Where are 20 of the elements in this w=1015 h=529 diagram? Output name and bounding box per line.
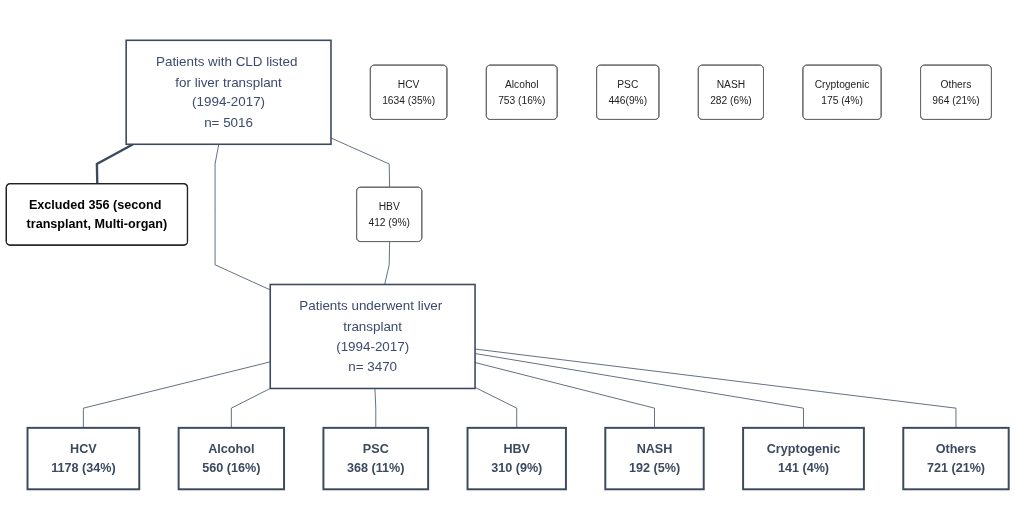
node-box: Others 721 (21%)	[902, 426, 1010, 490]
node-box: HBV 310 (9%)	[466, 426, 567, 490]
connector	[330, 137, 390, 188]
node-box: Patients with CLD listed for liver transplant (1994-2017) n= 5016	[125, 39, 332, 145]
connector	[374, 387, 377, 428]
node-box: Cryptogenic 141 (4%)	[742, 426, 865, 490]
node-box: Alcohol 560 (16%)	[177, 426, 286, 490]
connector	[474, 386, 518, 428]
node-box: NASH 192 (5%)	[604, 426, 705, 490]
node-box: PSC 368 (11%)	[322, 426, 430, 490]
connector	[230, 387, 271, 428]
connector	[474, 361, 655, 428]
node-box: HCV 1178 (34%)	[26, 426, 141, 490]
connector	[384, 241, 390, 285]
connector	[474, 352, 804, 428]
connector	[82, 361, 271, 428]
connector	[214, 143, 271, 290]
node-box: Patients underwent liver transplant (1994-2017) n= 3470	[269, 283, 476, 389]
connector	[474, 348, 957, 428]
connector	[95, 142, 134, 184]
